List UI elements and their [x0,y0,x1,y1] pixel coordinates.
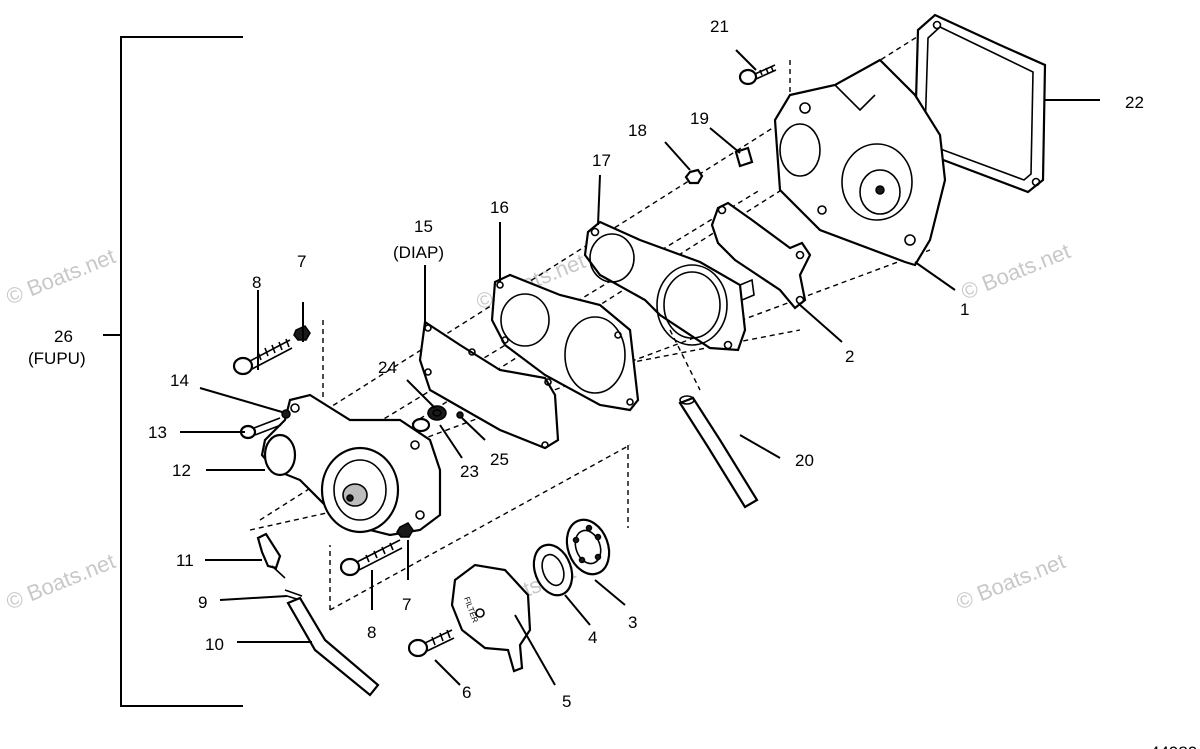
callout-3: 3 [628,613,637,632]
callout-1: 1 [960,300,969,319]
callout-12: 12 [172,461,191,480]
part-17-pump-body [583,220,755,352]
part-8-upper-screw [232,338,293,376]
callout-15-sub: (DIAP) [393,243,444,262]
callout-24: 24 [378,358,397,377]
part-1-pump-base [773,58,947,267]
part-2-plate [710,201,812,310]
part-6-screw [407,629,455,658]
part-12-pump-cover [260,393,442,537]
figure-number: 44989 [1150,743,1197,749]
callout-labels: 1 2 3 4 5 6 7 7 8 8 9 10 11 12 13 14 15 … [28,17,1144,711]
callout-5: 5 [562,692,571,711]
callout-21: 21 [710,17,729,36]
part-21-screw [738,64,777,86]
callout-11: 11 [176,551,194,570]
callout-16: 16 [490,198,509,217]
part-14-washer [281,409,291,419]
part-20-hose [678,395,759,509]
part-3-screen [565,518,611,576]
callout-13: 13 [148,423,167,442]
part-5-filter-cover: FILTER [450,563,532,673]
part-18-nut [684,168,704,185]
part-7-lower-nut [396,522,414,538]
assembly-bracket [103,36,243,707]
watermark-left: © Boats.net [3,243,119,309]
callout-23: 23 [460,462,479,481]
callout-26-sub: (FUPU) [28,349,86,368]
callout-7-lower: 7 [402,595,411,614]
watermark-right: © Boats.net [958,238,1074,304]
callout-18: 18 [628,121,647,140]
callout-4: 4 [588,628,597,647]
part-25-screw [456,411,464,419]
callout-8-lower: 8 [367,623,376,642]
callout-10: 10 [205,635,224,654]
leader-lines [180,49,1100,686]
callout-9: 9 [198,593,207,612]
part-24-check-valve [427,405,447,421]
callout-14: 14 [170,371,189,390]
callout-15: 15 [414,217,433,236]
watermark-lower-right: © Boats.net [953,548,1069,614]
callout-22: 22 [1125,93,1144,112]
part-4-seal [532,543,574,597]
callout-7-upper: 7 [297,252,306,271]
callout-6: 6 [462,683,471,702]
callout-20: 20 [795,451,814,470]
watermark-lower-left: © Boats.net [3,548,119,614]
callout-8-upper: 8 [252,273,261,292]
callout-25: 25 [490,450,509,469]
callout-17: 17 [592,151,611,170]
callout-2: 2 [845,347,854,366]
part-15-diaphragm [418,320,560,450]
callout-26: 26 [54,327,73,346]
part-10-hose [286,596,380,697]
callout-19: 19 [690,109,709,128]
part-23-seal [411,417,431,433]
part-8-lower-screw [339,539,403,577]
part-11-fitting [256,532,286,579]
part-16-gasket [490,273,640,412]
